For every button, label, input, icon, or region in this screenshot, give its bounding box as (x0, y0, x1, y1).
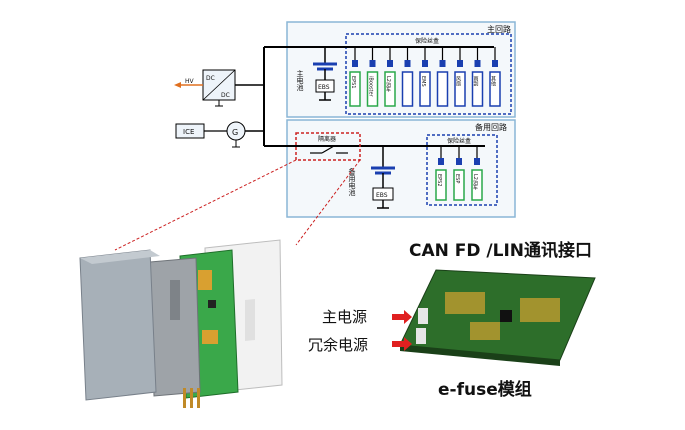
backup-battery-label: 备用电池 (348, 167, 356, 196)
backup-ebs-label: EBS (376, 192, 388, 199)
backup-load-fuse (456, 158, 462, 165)
backup-battery-icon (371, 146, 395, 188)
efuse-pcb-illustration (399, 269, 596, 366)
main-load-label: L2泊车 (385, 76, 391, 93)
main-load-label: 雨刮 (473, 76, 479, 87)
main-load-fuse (457, 60, 463, 67)
generator-label: G (232, 128, 238, 137)
main-battery-icon (313, 47, 337, 80)
isolator-box (295, 132, 361, 161)
main-battery-label: 主电池 (296, 69, 304, 91)
ice-label: ICE (183, 128, 194, 136)
callout-line-left (114, 159, 297, 251)
backup-load-fuse (438, 158, 444, 165)
dc-top-label: DC (206, 75, 215, 82)
main-fuse-box-label: 保险丝盒 (415, 37, 439, 45)
main-load-box (471, 71, 484, 107)
main-load-fuse (474, 60, 481, 67)
dc-bottom-label: DC (221, 92, 230, 99)
hv-label: HV (185, 78, 195, 85)
backup-circuit-panel (286, 119, 516, 218)
backup-fuse-box (426, 134, 498, 206)
main-fuse-box (345, 33, 512, 115)
main-load-fuse (404, 60, 411, 67)
main-load-label: EPS1 (350, 76, 356, 89)
main-circuit-label: 主回路 (487, 24, 511, 34)
main-load-box (401, 71, 414, 107)
main-ebs-label: EBS (318, 84, 330, 91)
redundant-power-label: 冗余电源 (308, 336, 368, 354)
main-load-label: 风扇 (455, 76, 461, 87)
main-power-arrow (392, 310, 412, 324)
main-load-label: 其他 (490, 76, 496, 87)
isolator-label: 隔离器 (318, 135, 336, 143)
main-load-fuse (387, 60, 393, 67)
backup-load-label: L2泊车 (472, 174, 478, 191)
backup-load-label: ESP (454, 174, 460, 183)
main-loads-group: EPS1 iBooster L2泊车 EMS 风扇 雨刮其他 (349, 47, 501, 107)
isolator-switch-icon (310, 145, 348, 154)
backup-load-label: EPS2 (436, 174, 442, 187)
main-load-box (349, 71, 361, 107)
main-load-box (454, 71, 466, 107)
main-power-label: 主电源 (322, 308, 367, 326)
main-load-box (489, 71, 501, 107)
backup-fuse-box-label: 保险丝盒 (447, 137, 471, 145)
backup-loads-group: EPS2 ESP L2泊车 (435, 146, 483, 201)
main-load-fuse (439, 60, 446, 67)
main-load-box (419, 71, 431, 107)
main-load-fuse (369, 60, 376, 67)
backup-circuit-label: 备用回路 (475, 122, 507, 132)
backup-load-box (453, 169, 465, 201)
backup-load-box (435, 169, 447, 201)
exploded-module-illustration (79, 239, 283, 408)
main-load-box (436, 71, 449, 107)
main-load-box (384, 71, 396, 107)
redundant-power-arrow (392, 337, 412, 351)
main-load-fuse (492, 60, 498, 67)
main-load-fuse (422, 60, 428, 67)
main-load-fuse (352, 60, 358, 67)
interface-label: CAN FD /LIN通讯接口 (409, 240, 592, 261)
module-label: e-fuse模组 (438, 379, 532, 400)
backup-load-fuse (474, 158, 480, 165)
callout-line-right (295, 159, 361, 246)
backup-load-box (471, 169, 483, 201)
main-load-box (366, 71, 379, 107)
main-load-label: iBooster (368, 76, 374, 98)
main-load-label: EMS (420, 76, 426, 87)
